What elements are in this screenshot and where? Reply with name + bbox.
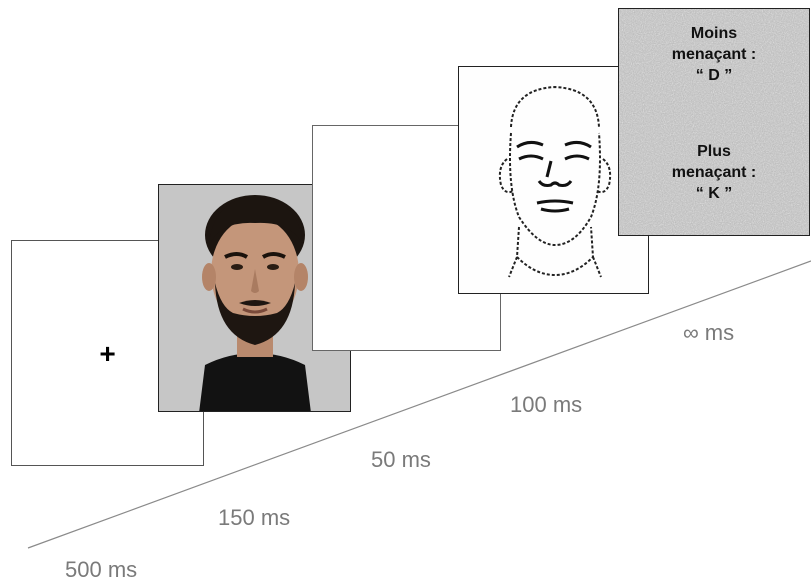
line-face-frame: [458, 66, 649, 294]
duration-label-face: 150 ms: [218, 505, 291, 530]
mask-line-3: “ D ”: [695, 67, 733, 84]
mask-frame: Moins menaçant : “ D ” Plus menaçant : “…: [618, 8, 810, 236]
mask-line-4: Plus: [697, 143, 731, 160]
mask-line-5: menaçant :: [671, 164, 757, 181]
mask-line-6: “ K ”: [695, 185, 733, 202]
line-face-drawing: [498, 85, 612, 278]
fixation-cross: +: [99, 338, 116, 369]
duration-label-blank: 50 ms: [371, 447, 431, 472]
duration-label-lineface: 100 ms: [510, 392, 583, 417]
noise-texture: [619, 9, 809, 235]
mask-line-1: Moins: [690, 25, 738, 42]
duration-label-mask: ∞ ms: [683, 320, 735, 345]
duration-label-fixation: 500 ms: [65, 557, 138, 582]
mask-line-2: menaçant :: [671, 46, 757, 63]
